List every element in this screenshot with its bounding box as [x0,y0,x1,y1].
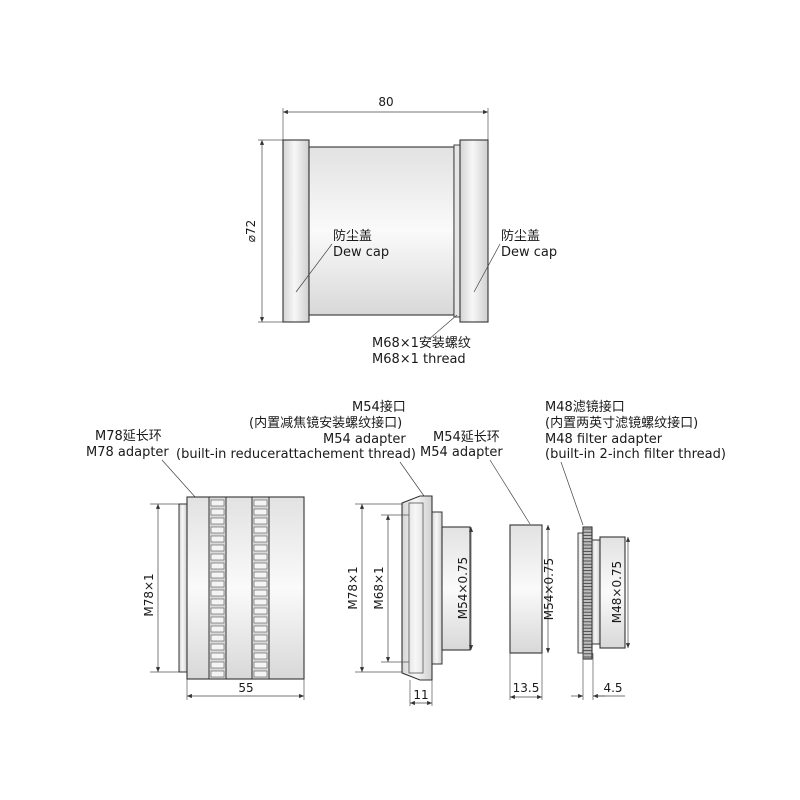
m54-adapter-label-cn-sub: (内置减焦镜安装螺纹接口) [249,415,402,431]
top-tube-width-dim: 80 [378,95,393,109]
m78-knurl-band-2 [251,496,270,680]
left-dew-cap [282,139,310,323]
left-cap-label-en: Dew cap [333,245,389,260]
m78-ring-body [186,496,305,680]
right-dew-cap [459,139,489,323]
m54-adapter-label-cn: M54接口 [352,399,406,415]
m54-ring-label-cn: M54延长环 [433,430,500,445]
m54-ring-label-en: M54 adapter [420,445,503,460]
m54-adapter-flange [401,495,433,681]
m54-adapter-dim-outer: M78×1 [346,566,360,609]
m48-filter-label-en-sub: (built-in 2-inch filter thread) [545,447,726,462]
thread-label-en: M68×1 thread [372,352,466,367]
tube-body [308,146,455,316]
m78-ring-label-cn: M78延长环 [95,429,162,444]
tube-thread-band [453,144,461,318]
m78-knurl-band-1 [208,496,227,680]
m48-filter-label-cn: M48滤镜接口 [545,399,625,415]
top-tube-diameter-dim: ⌀72 [244,220,258,243]
m48-filter-label-cn-sub: (内置两英寸滤镜螺纹接口) [545,415,698,431]
m78-ring-drawing: M78延长环 M78 adapter M78×1 55 [86,429,305,700]
right-cap-label-en: Dew cap [501,245,557,260]
m48-serrated-ring [582,526,593,660]
m54-ring-dia-dim: M54×0.75 [542,558,556,620]
m54-adapter-label-en: M54 adapter [323,432,406,447]
m54-adapter-dim-mid: M68×1 [372,566,386,609]
m78-ring-label-en: M78 adapter [86,445,169,460]
m48-filter-dia-dim: M48×0.75 [610,561,624,623]
thread-label-cn: M68×1安装螺纹 [372,336,471,351]
left-cap-label-cn: 防尘盖 [333,228,372,244]
m48-filter-drawing: M48滤镜接口 (内置两英寸滤镜螺纹接口) M48 filter adapter… [545,399,726,700]
m78-ring-dia-dim: M78×1 [142,573,156,616]
m54-ring-body [509,524,543,654]
m54-adapter-len-dim: 11 [413,688,428,702]
top-tube-drawing: 80 ⌀72 防尘盖 Dew cap 防尘盖 Dew cap M68×1安装螺纹… [244,95,557,367]
m54-ring-len-dim: 13.5 [513,681,540,695]
m54-adapter-dim-inner: M54×0.75 [456,557,470,619]
m48-filter-len-dim: 4.5 [603,681,622,695]
m78-ring-len-dim: 55 [238,681,253,695]
m54-ring-drawing: M54延长环 M54 adapter M54×0.75 13.5 [420,430,556,700]
m48-filter-body [599,536,626,649]
m54-adapter-drawing: M54接口 (内置减焦镜安装螺纹接口) M54 adapter (built-i… [176,399,474,706]
right-cap-label-cn: 防尘盖 [501,228,540,244]
m48-filter-label-en: M48 filter adapter [545,432,663,447]
m54-adapter-label-en-sub: (built-in reducerattachement thread) [176,447,416,462]
